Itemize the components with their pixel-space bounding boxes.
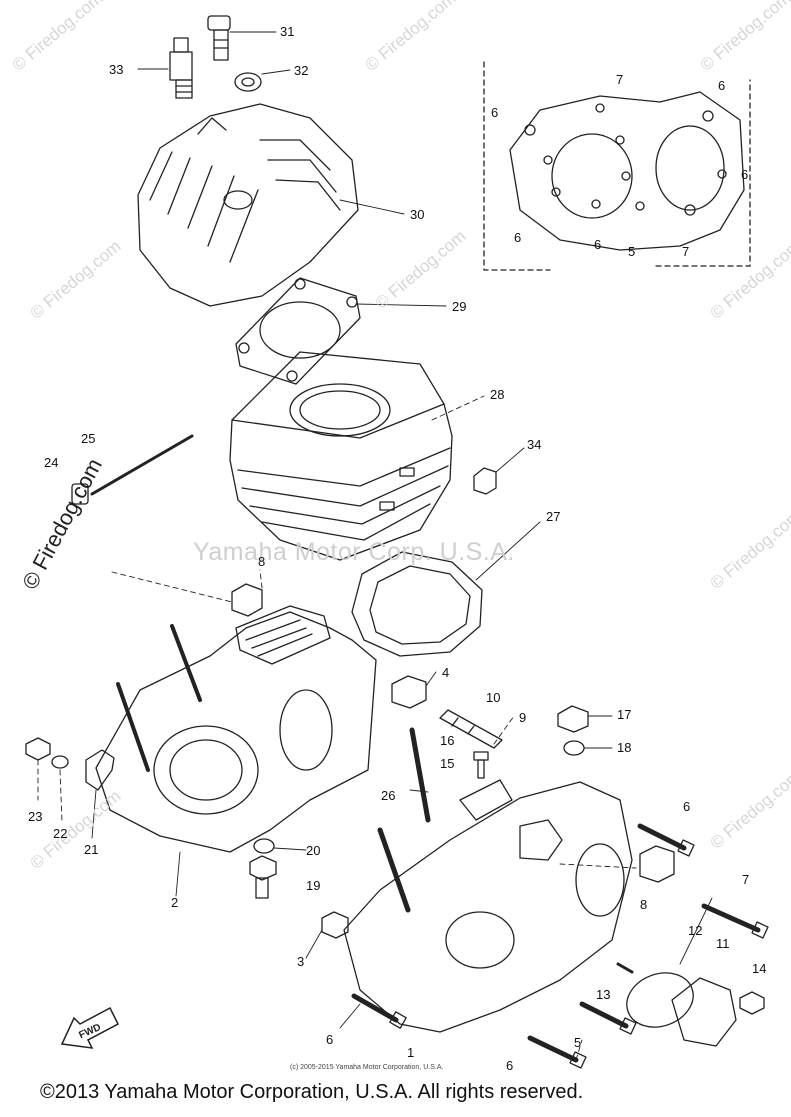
callout-23: 23 (28, 809, 43, 824)
part-stud-26 (409, 727, 431, 823)
callout-9: 9 (519, 710, 527, 725)
part-pin-13 (616, 962, 634, 974)
callout-24: 24 (44, 455, 59, 470)
inset-callout-6: 6 (741, 167, 749, 182)
fwd-arrow-icon: FWD (60, 1006, 119, 1049)
part-dowel-8-lower (639, 845, 675, 883)
callout-26: 26 (381, 788, 396, 803)
callout-19: 19 (306, 878, 321, 893)
callout-31: 31 (280, 24, 295, 39)
callout-15: 15 (440, 756, 455, 771)
part-washer-20 (253, 838, 275, 854)
callout-7: 7 (742, 872, 750, 887)
callout-8: 8 (258, 554, 266, 569)
part-bolt-6-bottom (527, 1035, 587, 1069)
callout-22: 22 (53, 826, 68, 841)
inset-callout-7: 7 (616, 72, 624, 87)
callout-33: 33 (109, 62, 124, 77)
part-right-crankcase-1 (343, 779, 633, 1033)
callout-16: 16 (440, 733, 455, 748)
part-plug-17 (557, 705, 589, 733)
callout-27: 27 (546, 509, 561, 524)
inset-callout-6: 6 (491, 105, 499, 120)
part-bolt-23 (25, 737, 51, 761)
part-washer-32 (234, 72, 262, 92)
callout-29: 29 (452, 299, 467, 314)
inset-callout-6: 6 (514, 230, 522, 245)
callout-3: 3 (297, 954, 305, 969)
footer-copyright: ©2013 Yamaha Motor Corporation, U.S.A. A… (40, 1081, 584, 1103)
callout-14: 14 (752, 961, 767, 976)
part-bolt-7 (701, 903, 769, 939)
callout-12: 12 (688, 923, 703, 938)
part-bolt-6-right (637, 823, 695, 857)
part-stud-25 (90, 434, 194, 496)
callout-34: 34 (527, 437, 542, 452)
callout-18: 18 (617, 740, 632, 755)
inset-callout-7: 7 (682, 244, 690, 259)
inset-callout-6: 6 (594, 237, 602, 252)
part-left-crankcase-2 (95, 605, 377, 853)
part-head-gasket-29 (235, 277, 361, 385)
part-bolt-14 (739, 991, 765, 1015)
part-bracket-21 (85, 749, 115, 791)
watermark-center: Yamaha Motor Corp. U.S.A. (193, 538, 515, 566)
part-cylinder-head-30 (137, 103, 359, 307)
callout-17: 17 (617, 707, 632, 722)
callout-21: 21 (84, 842, 99, 857)
part-cylinder-28 (229, 351, 453, 561)
callout-32: 32 (294, 63, 309, 78)
callout-8: 8 (640, 897, 648, 912)
part-bolt-31 (207, 15, 231, 61)
part-washer-18 (563, 740, 585, 756)
part-o-ring-12 (626, 972, 694, 1028)
callout-6: 6 (506, 1058, 514, 1073)
part-base-gasket-27 (351, 551, 483, 657)
callout-1: 1 (407, 1045, 415, 1060)
inset-crankcase-bolt-pattern (483, 61, 751, 271)
callout-2: 2 (171, 895, 179, 910)
inset-callout-5: 5 (628, 244, 636, 259)
part-bolt-15 (473, 751, 489, 779)
part-washer-22 (51, 755, 69, 769)
callout-10: 10 (486, 690, 501, 705)
part-pin-9-10 (439, 709, 503, 749)
callout-30: 30 (410, 207, 425, 222)
inset-callout-6: 6 (718, 78, 726, 93)
callout-28: 28 (490, 387, 505, 402)
callout-6: 6 (326, 1032, 334, 1047)
callout-25: 25 (81, 431, 96, 446)
callout-4: 4 (442, 665, 450, 680)
part-dowel-24 (71, 483, 89, 505)
callout-6: 6 (683, 799, 691, 814)
part-bolt-5 (579, 1001, 637, 1035)
part-bolt-19 (249, 855, 277, 899)
part-dowel-8-upper (231, 583, 263, 617)
leader-lines (37, 31, 713, 1061)
part-dowel-4 (391, 675, 427, 709)
diagram-small-copyright: (c) 2005-2015 Yamaha Motor Corporation, … (290, 1064, 444, 1071)
part-bolt-6-lower-left (351, 993, 407, 1029)
part-cover-11 (671, 977, 737, 1047)
part-dowel-3 (321, 911, 349, 939)
part-nut-34 (473, 467, 497, 495)
callout-5: 5 (574, 1035, 582, 1050)
part-spark-plug-33 (169, 37, 193, 99)
callout-20: 20 (306, 843, 321, 858)
callout-11: 11 (716, 936, 730, 951)
callout-13: 13 (596, 987, 611, 1002)
